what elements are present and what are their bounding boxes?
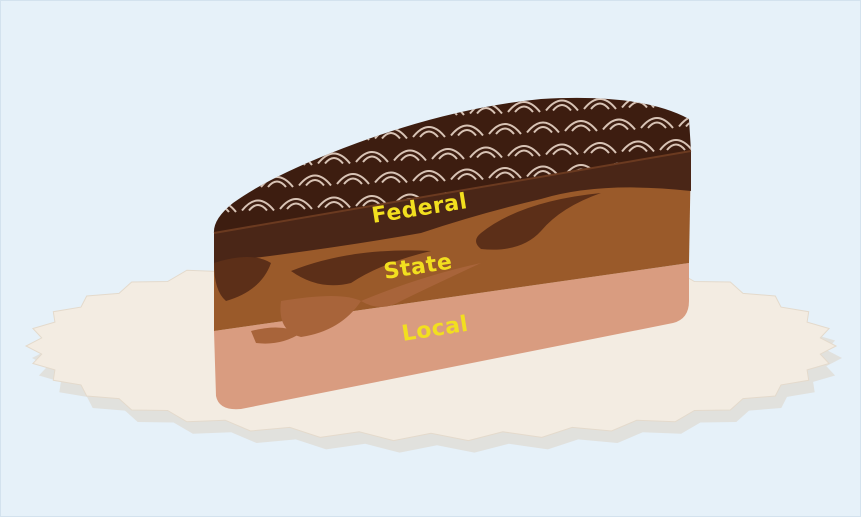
frosting-swirl — [325, 114, 343, 120]
frosting-swirl — [344, 91, 362, 97]
frosting-swirl — [394, 107, 426, 117]
frosting-swirl — [230, 95, 248, 101]
frosting-swirl — [192, 185, 210, 191]
frosting-swirl — [249, 161, 267, 167]
frosting-swirl — [451, 82, 483, 92]
frosting-swirl — [299, 88, 331, 98]
frosting-swirl — [242, 113, 274, 123]
frosting-swirl — [344, 135, 362, 141]
frosting-swirl — [648, 79, 666, 85]
frosting-swirl — [610, 80, 628, 86]
frosting-swirl — [287, 116, 305, 122]
frosting-swirl — [280, 111, 312, 121]
frosting-swirl — [572, 82, 590, 88]
frosting-swirl — [660, 96, 692, 106]
frosting-swirl — [261, 89, 293, 99]
frosting-swirl — [211, 119, 229, 125]
frosting-swirl — [249, 117, 267, 123]
frosting-swirl — [565, 77, 597, 87]
frosting-swirl — [375, 85, 407, 95]
frosting-swirl — [641, 74, 673, 84]
frosting-swirl — [268, 138, 286, 144]
frosting-swirl — [230, 183, 248, 189]
frosting-swirl — [413, 83, 445, 93]
frosting-swirl — [356, 108, 388, 118]
frosting-swirl — [185, 180, 217, 190]
frosting-swirl — [306, 92, 324, 98]
frosting-swirl — [603, 76, 635, 86]
frosting-swirl — [204, 114, 236, 124]
frosting-swirl — [337, 86, 369, 96]
frosting-swirl — [489, 80, 521, 90]
frosting-swirl — [679, 73, 711, 83]
frosting-swirl — [230, 139, 248, 145]
frosting-swirl — [242, 157, 274, 167]
frosting-swirl — [211, 163, 229, 169]
frosting-swirl — [705, 187, 723, 193]
frosting-swirl — [287, 160, 305, 166]
frosting-swirl — [223, 179, 255, 189]
frosting-swirl — [192, 141, 210, 147]
frosting-swirl — [527, 79, 559, 89]
frosting-swirl — [192, 97, 210, 103]
frosting-swirl — [306, 136, 324, 142]
frosting-swirl — [534, 83, 552, 89]
frosting-swirl — [698, 95, 730, 105]
frosting-swirl — [223, 135, 255, 145]
frosting-swirl — [705, 143, 723, 149]
frosting-swirl — [223, 91, 255, 101]
frosting-swirl — [337, 130, 369, 140]
frosting-swirl — [496, 85, 514, 91]
frosting-swirl — [458, 86, 476, 92]
frosting-swirl — [268, 94, 286, 100]
frosting-swirl — [420, 88, 438, 94]
frosting-swirl — [363, 113, 381, 119]
frosting-swirl — [401, 111, 419, 117]
frosting-swirl — [705, 99, 723, 105]
frosting-swirl — [185, 136, 217, 146]
frosting-swirl — [204, 158, 236, 168]
frosting-swirl — [698, 139, 730, 149]
frosting-swirl — [185, 92, 217, 102]
frosting-swirl — [686, 77, 704, 83]
frosting-swirl — [299, 132, 331, 142]
frosting-swirl — [318, 110, 350, 120]
frosting-swirl — [698, 183, 730, 193]
frosting-swirl — [667, 101, 685, 107]
frosting-swirl — [382, 89, 400, 95]
frosting-swirl — [261, 133, 293, 143]
